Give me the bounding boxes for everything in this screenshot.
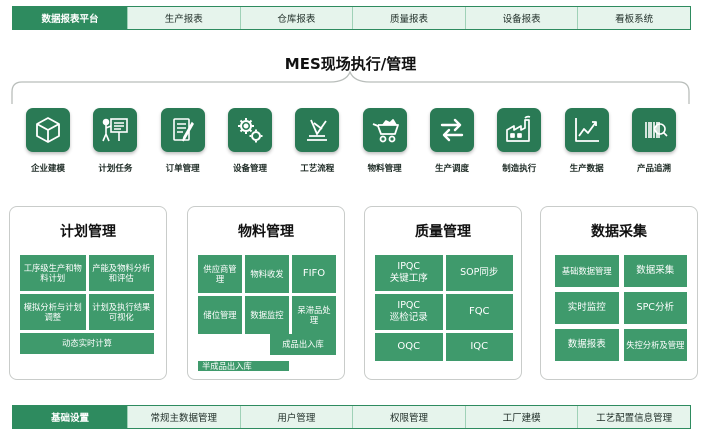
cell-stagnant-handling[interactable]: 呆滞品处理 — [292, 296, 336, 334]
cell-base-data-management[interactable]: 基础数据管理 — [555, 255, 619, 287]
module-product-traceability[interactable]: 产品追溯 — [622, 108, 686, 174]
module-manufacturing-execution[interactable]: 制造执行 — [487, 108, 551, 174]
main-title: MES现场执行/管理 — [284, 55, 417, 73]
module-process-flow[interactable]: 工艺流程 — [285, 108, 349, 174]
cell-spc-analysis[interactable]: SPC分析 — [623, 292, 687, 324]
panel-grid: IPQC 关键工序 SOP同步 IPQC 巡检记录 FQC OQC IQC — [375, 255, 513, 361]
module-label: 订单管理 — [165, 164, 200, 174]
module-planning-tasks[interactable]: 计划任务 — [83, 108, 147, 174]
module-label: 计划任务 — [98, 164, 133, 174]
module-order-management[interactable]: 订单管理 — [151, 108, 215, 174]
cell-ipqc-inspection[interactable]: IPQC 巡检记录 — [375, 294, 443, 330]
cell-supplier-management[interactable]: 供应商管理 — [198, 255, 242, 293]
cell-data-reports[interactable]: 数据报表 — [555, 329, 619, 361]
wheelbarrow-icon — [362, 108, 407, 152]
cell-out-of-control-analysis[interactable]: 失控分析及管理 — [623, 329, 687, 361]
presentation-board-icon — [93, 108, 138, 152]
module-label: 设备管理 — [232, 164, 267, 174]
swap-arrows-icon — [429, 108, 474, 152]
panel-title: 质量管理 — [415, 224, 471, 240]
factory-icon — [497, 108, 542, 152]
bottom-nav: 基础设置 常规主数据管理 用户管理 权限管理 工厂建模 工艺配置信息管理 — [12, 405, 691, 429]
module-label: 生产数据 — [569, 164, 604, 174]
cell-iqc[interactable]: IQC — [445, 333, 513, 361]
line-chart-icon — [564, 108, 609, 152]
module-equipment-management[interactable]: 设备管理 — [218, 108, 282, 174]
module-enterprise-modeling[interactable]: 企业建模 — [16, 108, 80, 174]
bottom-nav-item-basic-settings[interactable]: 基础设置 — [13, 406, 127, 428]
top-nav-item-production[interactable]: 生产报表 — [127, 7, 240, 29]
cell-simulation-adjust[interactable]: 模拟分析与计划调整 — [20, 294, 86, 330]
module-label: 物料管理 — [367, 164, 402, 174]
module-label: 企业建模 — [30, 164, 65, 174]
panel-grid: 工序级生产和物料计划 产能及物料分析和评估 模拟分析与计划调整 计划及执行结果可… — [20, 255, 154, 354]
cell-oqc[interactable]: OQC — [375, 333, 443, 361]
module-label: 生产调度 — [434, 164, 469, 174]
cell-data-monitoring[interactable]: 数据监控 — [245, 296, 289, 334]
cell-plan-visualization[interactable]: 计划及执行结果可视化 — [88, 294, 154, 330]
cell-fqc[interactable]: FQC — [445, 294, 513, 330]
cell-process-material-plan[interactable]: 工序级生产和物料计划 — [20, 255, 86, 291]
cell-realtime-monitoring[interactable]: 实时监控 — [555, 292, 619, 324]
panel-plan-management: 计划管理 工序级生产和物料计划 产能及物料分析和评估 模拟分析与计划调整 计划及… — [9, 206, 167, 380]
top-nav-item-quality[interactable]: 质量报表 — [352, 7, 465, 29]
panel-data-collection: 数据采集 基础数据管理 数据采集 实时监控 SPC分析 数据报表 失控分析及管理 — [540, 206, 698, 380]
panel-title: 数据采集 — [591, 224, 647, 240]
top-nav-item-equipment[interactable]: 设备报表 — [464, 7, 578, 29]
top-nav-item-kanban[interactable]: 看板系统 — [577, 7, 690, 29]
cell-material-receipt[interactable]: 物料收发 — [245, 255, 289, 293]
module-production-scheduling[interactable]: 生产调度 — [420, 108, 484, 174]
module-material-management[interactable]: 物料管理 — [353, 108, 417, 174]
panel-material-management: 物料管理 供应商管理 物料收发 FIFO 储位管理 数据监控 呆滞品处理 半成品… — [187, 206, 345, 380]
cell-ipqc-key-process[interactable]: IPQC 关键工序 — [375, 255, 443, 291]
cell-data-collection[interactable]: 数据采集 — [623, 255, 687, 287]
panel-quality-management: 质量管理 IPQC 关键工序 SOP同步 IPQC 巡检记录 FQC OQC I… — [364, 206, 522, 380]
bottom-nav-item-user-management[interactable]: 用户管理 — [239, 406, 353, 428]
cell-fifo[interactable]: FIFO — [292, 255, 336, 293]
cube-icon — [26, 108, 70, 152]
process-tools-icon — [295, 108, 340, 152]
bottom-nav-item-factory-modeling[interactable]: 工厂建模 — [464, 406, 578, 428]
cell-dynamic-calc[interactable]: 动态实时计算 — [20, 333, 154, 354]
panel-title: 物料管理 — [238, 224, 294, 240]
panel-grid: 基础数据管理 数据采集 实时监控 SPC分析 数据报表 失控分析及管理 — [555, 255, 687, 361]
top-nav-item-warehouse[interactable]: 仓库报表 — [239, 7, 353, 29]
module-label: 工艺流程 — [300, 164, 335, 174]
top-nav: 数据报表平台 生产报表 仓库报表 质量报表 设备报表 看板系统 — [12, 6, 691, 30]
bottom-nav-item-permission-management[interactable]: 权限管理 — [352, 406, 465, 428]
top-nav-item-report-platform[interactable]: 数据报表平台 — [13, 7, 127, 29]
module-label: 产品追溯 — [636, 164, 671, 174]
module-production-data[interactable]: 生产数据 — [555, 108, 619, 174]
cell-storage-management[interactable]: 储位管理 — [198, 296, 242, 334]
module-row: 企业建模 计划任务 订单管理 设备管理 — [16, 108, 686, 174]
bottom-nav-item-master-data[interactable]: 常规主数据管理 — [127, 406, 240, 428]
cell-finished-goods-io[interactable]: 成品出入库 — [270, 334, 336, 355]
cell-sop-sync[interactable]: SOP同步 — [445, 255, 513, 291]
document-pen-icon — [160, 108, 205, 152]
cell-semi-finished-io[interactable]: 半成品出入库 — [198, 361, 289, 372]
cell-capacity-analysis[interactable]: 产能及物料分析和评估 — [88, 255, 154, 291]
module-label: 制造执行 — [502, 164, 537, 174]
panel-title: 计划管理 — [60, 224, 116, 240]
brace-bracket — [11, 70, 690, 104]
bottom-nav-item-process-config[interactable]: 工艺配置信息管理 — [577, 406, 690, 428]
panel-grid: 供应商管理 物料收发 FIFO 储位管理 数据监控 呆滞品处理 半成品出入库 — [198, 255, 336, 372]
barcode-scan-icon — [631, 108, 676, 152]
gears-icon — [227, 108, 272, 152]
